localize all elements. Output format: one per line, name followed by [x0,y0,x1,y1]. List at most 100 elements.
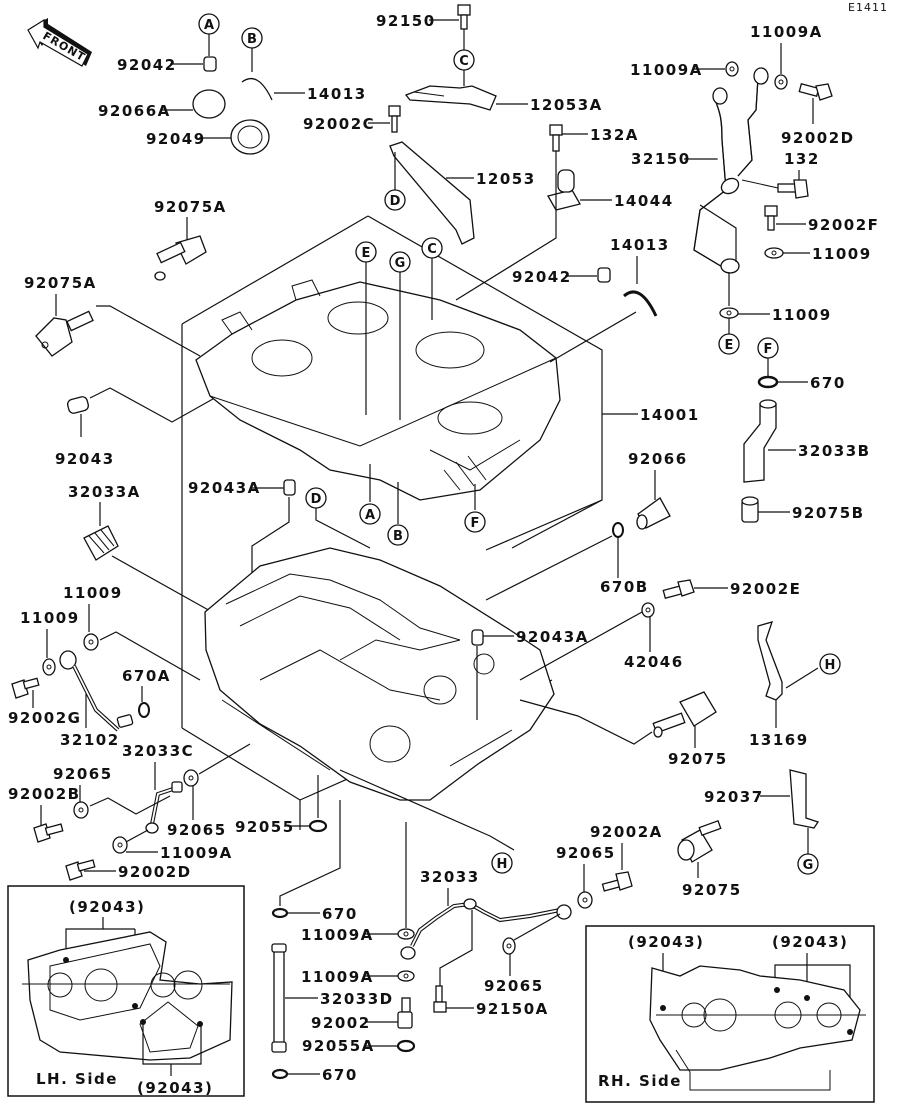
label-92075a-top[interactable]: 92075A [154,198,227,216]
label-132[interactable]: 132 [784,150,820,168]
part-92055a[interactable]: 92055A [302,1037,416,1055]
part-11009a-right-2[interactable]: 11009A [750,23,823,90]
label-11009-r2[interactable]: 11009 [772,306,832,324]
part-132a[interactable]: 132A [549,124,639,152]
part-670a[interactable]: 670A [122,667,171,718]
part-32033c[interactable]: 32033C [122,742,194,834]
label-14013[interactable]: 14013 [307,85,367,103]
part-92075b[interactable]: 92075B [741,496,865,523]
label-92002g[interactable]: 92002G [8,709,82,727]
part-92065-left[interactable]: 92065 [53,765,171,819]
label-92037[interactable]: 92037 [704,788,764,806]
label-11009a-l[interactable]: 11009A [160,844,233,862]
label-92043[interactable]: 92043 [55,450,115,468]
label-92065-l[interactable]: 92065 [53,765,113,783]
label-132a[interactable]: 132A [590,126,639,144]
part-92049[interactable]: 92049 [146,119,270,155]
label-92002f[interactable]: 92002F [808,216,879,234]
part-14044[interactable]: 14044 [455,151,674,301]
part-92075a-top[interactable]: 92075A [154,198,227,281]
label-11009-l2[interactable]: 11009 [20,609,80,627]
label-92043a-mid[interactable]: 92043A [516,628,589,646]
part-14013-mid[interactable]: 14013 [549,236,670,363]
label-32102[interactable]: 32102 [60,731,120,749]
label-92075[interactable]: 92075 [668,750,728,768]
part-11009-left-1[interactable]: 11009 [63,584,201,681]
part-11009a-right-1[interactable]: 11009A [630,61,739,79]
label-92002a[interactable]: 92002A [590,823,663,841]
part-92075[interactable]: 92075 [519,691,728,768]
label-32033d[interactable]: 32033D [320,990,394,1008]
part-92002a[interactable]: 92002A [590,823,663,892]
part-32150[interactable]: 32150 [631,67,769,274]
part-92043a-mid[interactable]: 92043A [471,628,589,720]
part-32033d[interactable]: 32033D [271,943,394,1053]
label-12053[interactable]: 12053 [476,170,536,188]
label-92002d-l[interactable]: 92002D [118,863,192,881]
label-92002c[interactable]: 92002C [303,115,375,133]
label-92065-m[interactable]: 92065 [167,821,227,839]
label-92075a-left[interactable]: 92075A [24,274,97,292]
part-92002d-left[interactable]: 92002D [65,859,192,881]
part-92037[interactable]: 92037 [704,769,820,854]
label-11009-r1[interactable]: 11009 [812,245,872,263]
part-92002d-top-right[interactable]: 92002D [781,83,855,147]
label-92065-b[interactable]: 92065 [484,977,544,995]
part-11009a-bottom-1[interactable]: 11009A [301,822,415,944]
label-11009-l1[interactable]: 11009 [63,584,123,602]
part-13169[interactable]: 13169 [749,621,819,749]
label-32033b[interactable]: 32033B [798,442,871,460]
label-92066a[interactable]: 92066A [98,102,171,120]
label-11009a-1[interactable]: 11009A [630,61,703,79]
label-670b[interactable]: 670B [600,578,649,596]
part-670b[interactable]: 670B [485,522,649,601]
part-92075a-left[interactable]: 92075A [24,274,201,357]
part-92002c[interactable]: 92002C [303,105,401,133]
label-11009a-2[interactable]: 11009A [750,23,823,41]
part-92043[interactable]: 92043 [55,387,221,468]
label-92075b[interactable]: 92075B [792,504,865,522]
label-92043a-top[interactable]: 92043A [188,479,261,497]
label-92150[interactable]: 92150 [376,12,436,30]
part-92043a-top[interactable]: 92043A [188,479,296,578]
part-32033b[interactable]: 32033B [743,399,871,483]
part-14013-top[interactable]: 14013 [241,77,367,103]
label-14044[interactable]: 14044 [614,192,674,210]
part-92055[interactable]: 92055 [235,775,328,836]
label-92055[interactable]: 92055 [235,818,295,836]
label-32150[interactable]: 32150 [631,150,691,168]
label-14001[interactable]: 14001 [640,406,700,424]
part-92002e[interactable]: 92002E [662,579,801,599]
label-92042[interactable]: 92042 [117,56,177,74]
label-42046[interactable]: 42046 [624,653,684,671]
part-12053a[interactable]: 12053A [404,85,603,114]
label-11009a-b2[interactable]: 11009A [301,968,374,986]
part-670-bottom-1[interactable]: 670 [271,800,358,923]
label-670-b1[interactable]: 670 [322,905,358,923]
part-32102[interactable]: 32102 [59,650,134,749]
part-92002f[interactable]: 92002F [764,205,879,234]
upper-crankcase-14001[interactable]: 14001 [181,215,700,728]
part-92002g[interactable]: 92002G [8,677,82,727]
part-92066a[interactable]: 92066A [98,89,226,120]
part-92150[interactable]: 92150 [376,4,471,50]
part-92002[interactable]: 92002 [311,997,413,1032]
label-92055a[interactable]: 92055A [302,1037,375,1055]
label-11009a-b1[interactable]: 11009A [301,926,374,944]
part-32033[interactable]: 32033 [400,868,572,986]
label-92002b[interactable]: 92002B [8,785,81,803]
part-670-bottom-2[interactable]: 670 [271,1066,358,1084]
label-14013-mid[interactable]: 14013 [610,236,670,254]
part-11009-right-1[interactable]: 11009 [764,245,872,263]
part-92065-mid[interactable]: 92065 [167,743,251,839]
label-32033c[interactable]: 32033C [122,742,194,760]
part-11009-right-2[interactable]: 11009 [719,272,832,334]
part-92065-bottom[interactable]: 92065 [484,913,561,995]
label-92002e[interactable]: 92002E [730,580,801,598]
part-32033a[interactable]: 32033A [68,483,213,613]
label-92049[interactable]: 92049 [146,130,206,148]
part-92042-top[interactable]: 92042 [117,56,217,74]
label-92065-r[interactable]: 92065 [556,844,616,862]
part-92066[interactable]: 92066 [628,450,688,530]
label-92075-r[interactable]: 92075 [682,881,742,899]
